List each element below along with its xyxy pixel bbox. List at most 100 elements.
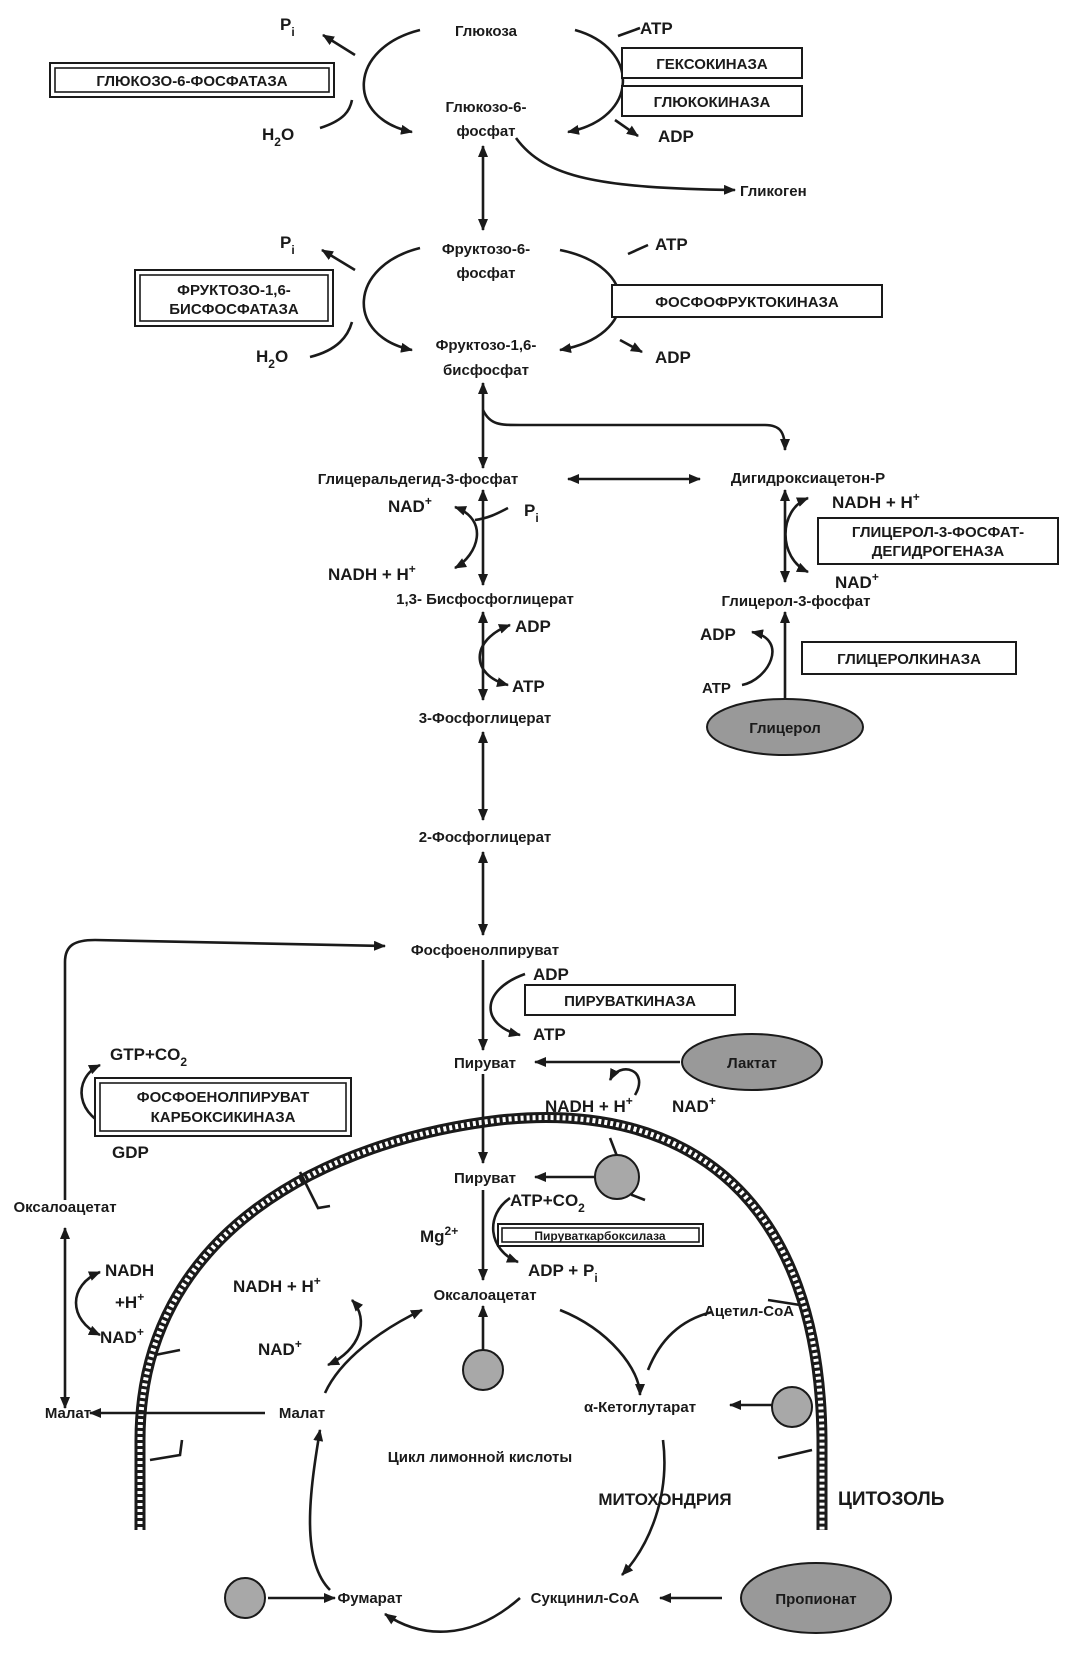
g3pdh-label-2: ДЕГИДРОГЕНАЗА [872, 543, 1005, 560]
pyruvate-kinase-box [524, 984, 736, 1016]
pfk-label: ФОСФОФРУКТОКИНАЗА [655, 294, 839, 311]
nad-label-4: NAD+ [100, 1325, 144, 1347]
atp-label-3: ATP [702, 680, 731, 697]
compartment-labels: Цикл лимонной кислоты МИТОХОНДРИЯ ЦИТОЗО… [388, 1449, 945, 1510]
cytosol-label: ЦИТОЗОЛЬ [838, 1489, 944, 1510]
dhap-label: Дигидроксиацетон-Р [731, 470, 885, 487]
atp-label-2: ATP [655, 235, 688, 254]
gtp-co2-label: GTP+CO2 [110, 1045, 187, 1069]
f6p-label-2: фосфат [456, 265, 515, 282]
fumarate-label: Фумарат [337, 1590, 402, 1607]
g6pase-label: ГЛЮКОЗО-6-ФОСФАТАЗА [96, 73, 287, 90]
pg3-label: 3-Фосфоглицерат [419, 710, 552, 727]
gap-label: Глицеральдегид-3-фосфат [318, 471, 519, 488]
hexokinase-box [621, 47, 803, 79]
g3pdh-box [817, 517, 1059, 565]
akg-carrier [771, 1386, 813, 1428]
tca-label: Цикл лимонной кислоты [388, 1449, 572, 1466]
pi-label-2: Pi [280, 233, 295, 257]
fbpase-box [134, 269, 334, 327]
nad-label-5: NAD+ [258, 1337, 302, 1359]
bpg-label: 1,3- Бисфосфоглицерат [396, 591, 574, 608]
enzyme-boxes: ГЛЮКОЗО-6-ФОСФАТАЗА ГЕКСОКИНАЗА ГЛЮКОКИН… [49, 47, 1059, 1247]
h2o-label-2: H2O [256, 347, 288, 371]
g6p-label-2: фосфат [456, 123, 515, 140]
glycogen-label: Гликоген [740, 183, 807, 200]
malate-mito-label: Малат [279, 1405, 325, 1422]
pi-label-3: Pi [524, 501, 539, 525]
fbp-label-2: бисфосфат [443, 362, 529, 379]
atp-label-4: ATP [512, 677, 545, 696]
pep-label: Фосфоенолпируват [411, 942, 559, 959]
mitochondrial-membrane [134, 1112, 828, 1530]
pyruvate-carrier [594, 1154, 640, 1200]
g3pdh-label-1: ГЛИЦЕРОЛ-3-ФОСФАТ- [852, 524, 1024, 541]
nad-label-3: NAD+ [672, 1094, 716, 1116]
hexokinase-label: ГЕКСОКИНАЗА [656, 56, 768, 73]
akg-label: α-Кетоглутарат [584, 1399, 696, 1416]
h2o-label-1: H2O [262, 125, 294, 149]
pyruvate-carboxylase-label: Пируваткарбоксилаза [534, 1229, 666, 1243]
pepck-label-2: КАРБОКСИКИНАЗА [151, 1109, 296, 1126]
pyruvate-kinase-label: ПИРУВАТКИНАЗА [564, 993, 696, 1010]
acetyl-coa-label: Ацетил-СоА [704, 1303, 794, 1320]
crista [767, 1298, 801, 1307]
glucokinase-box [621, 85, 803, 117]
adp-label-3: ADP [700, 625, 736, 644]
adp-label-5: ADP [533, 965, 569, 984]
malate-cyto-label: Малат [45, 1405, 91, 1422]
pathway-connectors [60, 26, 809, 1633]
glycerol-ellipse [706, 698, 864, 756]
metabolite-labels: Глюкоза Глюкозо-6- фосфат Гликоген Фрукт… [13, 23, 885, 1607]
atp-co2-label: ATP+CO2 [510, 1191, 585, 1215]
gdp-label: GDP [112, 1143, 149, 1162]
nad-label-1: NAD+ [388, 494, 432, 516]
pyruvate-cyto-label: Пируват [454, 1055, 516, 1072]
crista [154, 1348, 181, 1357]
g3p-label: Глицерол-3-фосфат [722, 593, 871, 610]
adp-label-1: ADP [658, 127, 694, 146]
glycerol-kinase-box [801, 641, 1017, 675]
nadh-label-4b: +H+ [115, 1290, 144, 1312]
atp-label-5: ATP [533, 1025, 566, 1044]
lactate-ellipse [681, 1033, 823, 1091]
adp-label-2: ADP [655, 348, 691, 367]
substrate-ellipses [224, 698, 892, 1634]
glycerol-kinase-label: ГЛИЦЕРОЛКИНАЗА [837, 651, 981, 668]
adp-label-4: ADP [515, 617, 551, 636]
mg-label: Mg2+ [420, 1224, 458, 1246]
nadh-label-4a: NADH [105, 1261, 154, 1280]
adp-pi-label: ADP + Pi [528, 1261, 598, 1285]
crista [777, 1448, 813, 1460]
pyruvate-carboxylase-box [497, 1223, 704, 1247]
nadh-label-2: NADH + H+ [832, 490, 920, 512]
mito-label: МИТОХОНДРИЯ [598, 1490, 731, 1509]
glycerol-label: Глицерол [749, 720, 821, 737]
glucokinase-label: ГЛЮКОКИНАЗА [654, 94, 771, 111]
nadh-label-3: NADH + H+ [545, 1094, 633, 1116]
crista [298, 1171, 331, 1210]
nad-label-2: NAD+ [835, 570, 879, 592]
f6p-label-1: Фруктозо-6- [442, 241, 530, 258]
glucose-label: Глюкоза [455, 23, 518, 40]
oaa-mito-label: Оксалоацетат [433, 1287, 536, 1304]
pepck-label-1: ФОСФОЕНОЛПИРУВАТ [137, 1089, 309, 1106]
g6p-label-1: Глюкозо-6- [446, 99, 527, 116]
propionate-ellipse [740, 1562, 892, 1634]
nadh-label-5: NADH + H+ [233, 1274, 321, 1296]
cofactor-labels: Pi H2O ATP ADP Pi H2O ATP ADP NAD+ Pi NA… [100, 15, 920, 1359]
atp-label-1: ATP [640, 19, 673, 38]
pfk-box [611, 284, 883, 318]
pi-label-1: Pi [280, 15, 295, 39]
fbpase-label-1: ФРУКТОЗО-1,6- [177, 282, 291, 299]
crista [149, 1439, 184, 1462]
lactate-label: Лактат [727, 1055, 777, 1072]
substrate-labels: Глицерол Лактат Пропионат [727, 720, 857, 1608]
nadh-label-1: NADH + H+ [328, 562, 416, 584]
pepck-box [94, 1077, 352, 1137]
succinyl-coa-label: Сукцинил-СоА [531, 1590, 640, 1607]
oaa-cyto-label: Оксалоацетат [13, 1199, 116, 1216]
fbpase-label-2: БИСФОСФАТАЗА [169, 301, 299, 318]
fbp-label-1: Фруктозо-1,6- [436, 337, 537, 354]
